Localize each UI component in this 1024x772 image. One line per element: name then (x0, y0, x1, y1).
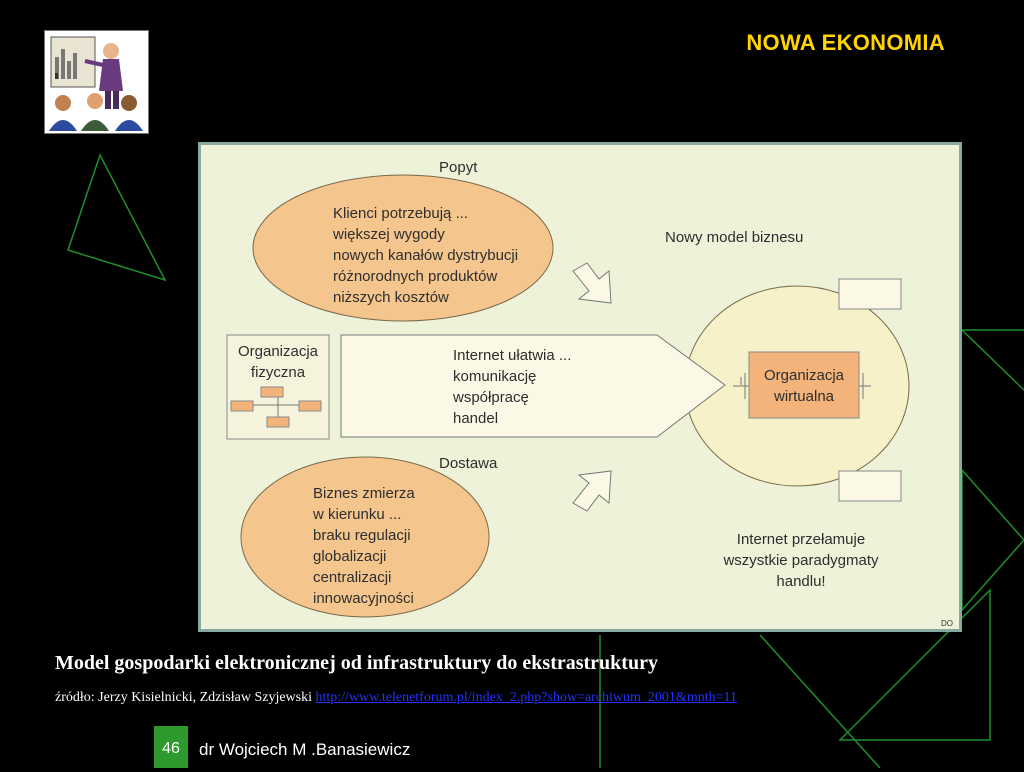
demand-ellipse (252, 174, 554, 322)
demand-line: niższych kosztów (333, 289, 449, 306)
supply-ellipse (240, 456, 490, 618)
virtual-org-line: wirtualna (773, 388, 835, 405)
demand-label: Popyt (439, 159, 478, 176)
source-prefix: źródło: Jerzy Kisielnicki, Zdzisław Szyj… (55, 690, 316, 705)
internet-line: handel (453, 410, 499, 427)
page-number: 46 (154, 726, 188, 768)
source-link[interactable]: http://www.telenetforum.pl/index_2.php?s… (315, 690, 737, 705)
arrow-up-right (572, 470, 612, 512)
demand-line: różnorodnych produktów (333, 268, 498, 285)
corner-mark: DO (941, 619, 953, 628)
supply-text: Biznes zmierza w kierunku ... braku regu… (313, 483, 415, 609)
demand-line: Klienci potrzebują ... (333, 205, 469, 222)
demand-line: nowych kanałów dystrybucji (333, 247, 519, 264)
internet-line: komunikację (453, 368, 537, 385)
slide-title: NOWA EKONOMIA (746, 30, 945, 55)
source-line: źródło: Jerzy Kisielnicki, Zdzisław Szyj… (55, 690, 737, 706)
virtual-org-line: Organizacja (763, 367, 845, 384)
internet-text: Internet ułatwia ... komunikację współpr… (453, 345, 571, 429)
business-model-diagram: Popyt Klienci potrzebują ... większej wy… (198, 142, 962, 632)
demand-text: Klienci potrzebują ... większej wygody n… (333, 203, 518, 308)
physical-org-text: Organizacja fizyczna (227, 341, 329, 383)
virtual-org-text: Organizacja wirtualna (749, 365, 859, 407)
breaking-line: handlu! (776, 573, 826, 590)
virtual-org-box (748, 351, 860, 419)
new-model-label: Nowy model biznesu (665, 229, 804, 246)
breaking-line: wszystkie paradygmaty (723, 552, 879, 569)
internet-arrow (340, 334, 726, 438)
internet-line: współpracę (453, 389, 529, 406)
supply-line: w kierunku ... (313, 506, 402, 523)
internet-line: Internet ułatwia ... (453, 347, 572, 364)
supply-label: Dostawa (439, 455, 498, 472)
supply-line: centralizacji (313, 569, 392, 586)
physical-org-line: Organizacja (237, 343, 319, 360)
presenter-clipart-icon (44, 30, 149, 134)
empty-box-bottom (838, 470, 902, 502)
empty-box-top (838, 278, 902, 310)
author-name: dr Wojciech M .Banasiewicz (199, 740, 411, 759)
supply-line: globalizacji (313, 548, 387, 565)
breaking-text: Internet przełamuje wszystkie paradygmat… (701, 529, 901, 592)
breaking-line: Internet przełamuje (736, 531, 866, 548)
supply-line: innowacyjności (313, 590, 414, 607)
demand-line: większej wygody (333, 226, 445, 243)
diagram-caption: Model gospodarki elektronicznej od infra… (55, 652, 658, 674)
supply-line: Biznes zmierza (313, 485, 415, 502)
arrow-down-right (572, 262, 612, 304)
supply-line: braku regulacji (313, 527, 411, 544)
physical-org-line: fizyczna (250, 364, 306, 381)
